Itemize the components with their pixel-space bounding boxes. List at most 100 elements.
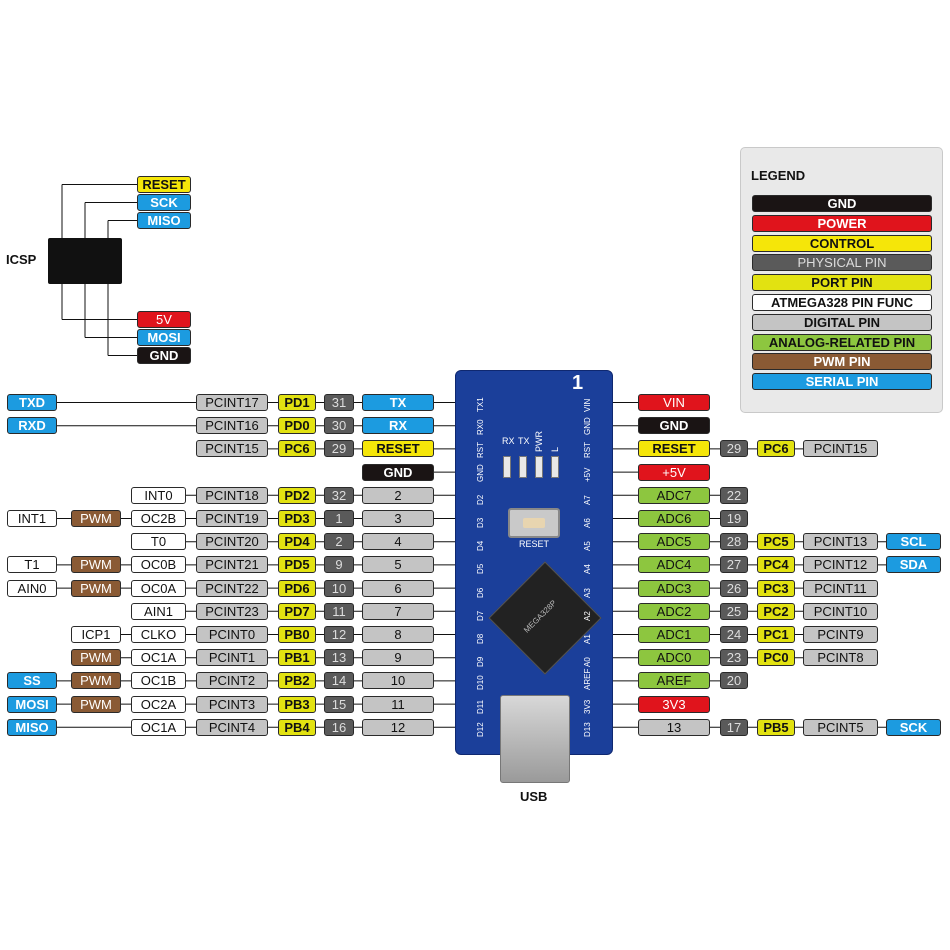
right-pin-digital-label: PCINT10 <box>803 602 878 620</box>
left-pin-digital-label: 5 <box>362 556 434 574</box>
right-pin-analog-label: ADC3 <box>638 579 710 597</box>
left-pin-port-label: PD6 <box>278 579 316 597</box>
left-pin-physical-label: 13 <box>324 649 354 667</box>
left-pin-digital-label: PCINT17 <box>196 394 268 411</box>
board-silk-label: A0 <box>583 657 592 668</box>
right-pin-analog-label: ADC4 <box>638 556 710 574</box>
reset-button[interactable] <box>508 508 560 538</box>
left-pin-func-label: OC2B <box>131 510 186 527</box>
left-pin-physical-label: 15 <box>324 695 354 713</box>
left-pin-serial-label: RX <box>362 417 434 435</box>
board-silk-label: GND <box>583 417 592 436</box>
icsp-5v-label: 5V <box>137 311 191 328</box>
reset-button-label: RESET <box>519 539 550 549</box>
board-silk-label: D5 <box>476 564 485 575</box>
left-pin-digital-label: PCINT0 <box>196 626 268 643</box>
left-pin-serial-label: MISO <box>7 718 57 736</box>
board-silk-label: RST <box>476 442 485 459</box>
right-pin-power-label: 3V3 <box>638 695 710 713</box>
board-silk-label: D7 <box>476 610 485 621</box>
led-label: RX <box>502 436 515 446</box>
right-pin-physical-label: 25 <box>720 602 748 620</box>
right-pin-port-label: PC0 <box>757 649 795 667</box>
right-pin-port-label: PC3 <box>757 579 795 597</box>
board-silk-label: RST <box>583 442 592 459</box>
right-pin-digital-label: PCINT12 <box>803 556 878 574</box>
board-silk-label: 3V3 <box>583 699 592 714</box>
board-silk-label: +5V <box>583 467 592 482</box>
right-pin-analog-label: ADC2 <box>638 602 710 620</box>
left-pin-pwm-label: PWM <box>71 695 121 713</box>
board-silk-label: TX1 <box>476 397 485 412</box>
led-label: TX <box>518 436 530 446</box>
right-pin-physical-label: 29 <box>720 440 748 458</box>
left-pin-port-label: PD4 <box>278 533 316 551</box>
right-pin-digital-label: PCINT11 <box>803 579 878 597</box>
left-pin-digital-label: PCINT22 <box>196 579 268 597</box>
left-pin-func-label: ICP1 <box>71 626 121 643</box>
left-pin-digital-label: PCINT15 <box>196 440 268 458</box>
left-pin-digital-label: PCINT20 <box>196 533 268 551</box>
left-pin-physical-label: 29 <box>324 440 354 458</box>
left-pin-func-label: AIN0 <box>7 579 57 597</box>
right-pin-digital-label: PCINT15 <box>803 440 878 458</box>
board-silk-label: A1 <box>583 634 592 644</box>
left-pin-func-label: OC2A <box>131 695 186 713</box>
left-pin-physical-label: 11 <box>324 602 354 620</box>
right-pin-physical-label: 20 <box>720 672 748 690</box>
left-pin-port-label: PC6 <box>278 440 316 458</box>
legend-item-digital: DIGITAL PIN <box>752 313 932 331</box>
board-silk-label: D4 <box>476 540 485 552</box>
left-pin-digital-label: 12 <box>362 718 434 736</box>
left-pin-port-label: PD1 <box>278 394 316 411</box>
right-pin-digital-label: PCINT13 <box>803 533 878 551</box>
left-pin-digital-label: 2 <box>362 486 434 504</box>
left-pin-serial-label: RXD <box>7 417 57 435</box>
board-silk-label: RX0 <box>476 419 485 436</box>
board-silk-label: A6 <box>583 518 592 528</box>
left-pin-func-label: OC1A <box>131 649 186 667</box>
led-indicator <box>551 456 559 478</box>
right-pin-digital-label: PCINT5 <box>803 718 878 736</box>
left-pin-func-label: OC0A <box>131 579 186 597</box>
right-pin-port-label: PB5 <box>757 718 795 736</box>
left-pin-serial-label: SS <box>7 672 57 690</box>
left-pin-func-label: OC0B <box>131 556 186 574</box>
board-silk-label: D11 <box>476 699 485 714</box>
left-pin-physical-label: 31 <box>324 394 354 411</box>
board-silk-label: AREF <box>583 669 592 691</box>
left-pin-pwm-label: PWM <box>71 556 121 574</box>
left-pin-func-label: T1 <box>7 556 57 574</box>
left-pin-serial-label: MOSI <box>7 695 57 713</box>
usb-label: USB <box>520 789 548 804</box>
left-pin-func-label: INT1 <box>7 510 57 527</box>
reset-button-cap <box>523 518 545 528</box>
led-label: PWR <box>534 431 544 452</box>
left-pin-port-label: PD7 <box>278 602 316 620</box>
icsp-miso-label: MISO <box>137 212 191 229</box>
legend-item-power: POWER <box>752 214 932 232</box>
left-pin-physical-label: 32 <box>324 486 354 504</box>
right-pin-analog-label: ADC6 <box>638 510 710 527</box>
left-pin-digital-label: 10 <box>362 672 434 690</box>
left-pin-digital-label: PCINT18 <box>196 486 268 504</box>
legend-title: LEGEND <box>751 168 806 183</box>
left-pin-port-label: PB2 <box>278 672 316 690</box>
icsp-gnd-label: GND <box>137 347 191 364</box>
right-pin-port-label: PC5 <box>757 533 795 551</box>
left-pin-digital-label: PCINT23 <box>196 602 268 620</box>
left-pin-digital-label: 8 <box>362 626 434 643</box>
icsp-sck-label: SCK <box>137 194 191 211</box>
left-pin-physical-label: 12 <box>324 626 354 643</box>
right-pin-serial-label: SCL <box>886 533 941 551</box>
left-pin-physical-label: 16 <box>324 718 354 736</box>
left-pin-digital-label: PCINT1 <box>196 649 268 667</box>
left-pin-physical-label: 10 <box>324 579 354 597</box>
left-pin-port-label: PD0 <box>278 417 316 435</box>
board-silk-label: D8 <box>476 633 485 644</box>
led-label: L <box>550 446 560 452</box>
left-pin-digital-label: PCINT21 <box>196 556 268 574</box>
board-silk-label: D13 <box>583 722 592 737</box>
right-pin-physical-label: 28 <box>720 533 748 551</box>
